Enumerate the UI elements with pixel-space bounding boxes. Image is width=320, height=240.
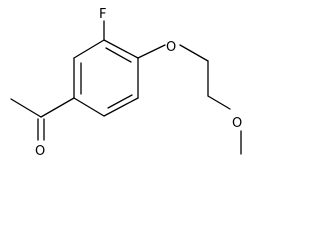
atom-label-fluorine: F — [99, 7, 106, 22]
ring-bond-c4-c5 — [103, 97, 139, 117]
bond-ch2-methoxy-oxygen — [207, 95, 231, 110]
ring-bond-c3-c4 — [73, 97, 105, 117]
atom-label-methoxy-oxygen: O — [232, 116, 242, 131]
ring-bond-c1-c2 — [73, 39, 105, 59]
molecule-drawing: F O O O — [10, 7, 242, 159]
ring-bond-c6-c1 — [103, 39, 139, 59]
ring-double-bond-inner-bottom — [107, 94, 133, 109]
bond-ring-carbonyl — [40, 97, 75, 118]
ring-double-bond-inner-top — [105, 47, 132, 63]
bond-carbonyl-methyl — [10, 98, 42, 118]
bond-ether-o-ch2 — [179, 44, 209, 62]
atom-label-ether-oxygen: O — [166, 40, 176, 55]
benzene-ring — [73, 39, 139, 117]
bond-ring-ether-oxygen — [137, 44, 166, 59]
atom-label-carbonyl-oxygen: O — [35, 144, 45, 159]
structure-diagram: F O O O — [10, 7, 242, 159]
